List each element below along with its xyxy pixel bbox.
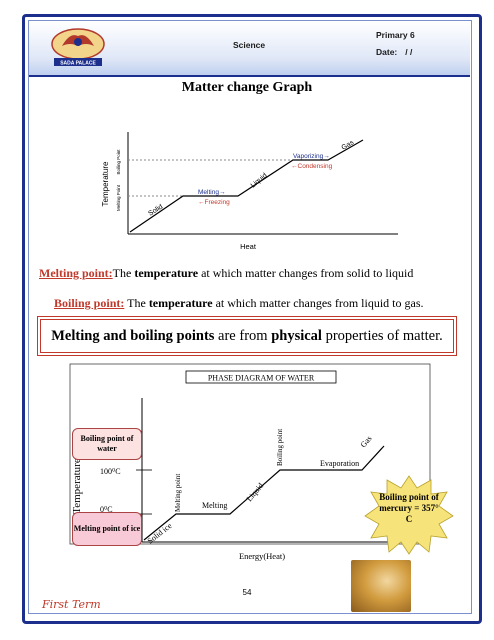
date-label: Date:	[376, 47, 398, 57]
grade-label: Primary 6	[376, 30, 415, 40]
graph1-xlabel: Heat	[240, 242, 257, 251]
melting-term: Melting point:	[39, 266, 113, 280]
term-label: First Term	[42, 598, 101, 611]
graph1-condensing: ←Condensing	[291, 163, 333, 170]
graph1-ylabel: Temperature	[101, 161, 110, 206]
burst-shape	[364, 475, 454, 555]
g2-title: PHASE DIAGRAM OF WATER	[208, 374, 315, 383]
g2-frame	[69, 363, 431, 545]
mercury-callout: Boiling point of mercury = 357° C	[364, 475, 454, 555]
g2-boiling-point: Boiling point	[276, 429, 284, 466]
graph1-solid: Solid	[147, 203, 164, 217]
graph1-melting-label: Melting Point	[116, 184, 121, 211]
graph1-gas: Gas	[341, 139, 356, 152]
boiling-term: Boiling point:	[54, 296, 125, 310]
graph1-liquid: Liquid	[250, 172, 269, 189]
date-field: Date: / /	[376, 47, 412, 57]
callout-boiling-water: Boiling point of water	[72, 428, 142, 460]
g2-xlabel: Energy(Heat)	[239, 551, 285, 561]
page-border	[22, 14, 482, 624]
g2-melting: Melting	[202, 501, 227, 510]
callout-melting-ice: Melting point of ice	[72, 512, 142, 546]
phase-diagram-water: PHASE DIAGRAM OF WATER Temperature 100⁰C…	[69, 363, 431, 561]
graph1-melting: Melting→	[198, 189, 225, 196]
summary-box: Melting and boiling points are from phys…	[37, 316, 457, 356]
boiling-point-definition: Boiling point: The temperature at which …	[54, 296, 424, 310]
graph1-boiling-label: Boiling Point	[116, 149, 121, 175]
g2-ylabel: Temperature	[71, 458, 83, 514]
graph1-vaporizing: Vaporizing→	[293, 153, 330, 160]
heating-curve	[129, 139, 364, 233]
page-number: 54	[242, 588, 252, 597]
matter-change-graph: Temperature Boiling Point Melting Point …	[101, 132, 398, 251]
g2-curve	[143, 445, 385, 541]
graph1-freezing: ←Freezing	[198, 199, 230, 206]
date-value: / /	[405, 47, 413, 57]
subject-label: Science	[233, 40, 266, 50]
g2-liquid: Liquid	[245, 481, 266, 503]
mercury-photo	[351, 560, 411, 612]
g2-t100: 100⁰C	[100, 467, 121, 476]
page-inner-border	[28, 20, 472, 614]
g2-evaporation: Evaporation	[320, 459, 359, 468]
page-title: Matter change Graph	[181, 80, 313, 95]
g2-gas: Gas	[359, 434, 374, 449]
g2-melting-point: Melting point	[174, 474, 182, 512]
school-logo: SADA PALACE	[51, 28, 105, 67]
g2-title-box	[185, 370, 337, 384]
melting-point-definition: Melting point:The temperature at which m…	[39, 266, 414, 280]
g2-t0: 0⁰C	[100, 505, 113, 514]
mercury-text: Boiling point of mercury = 357° C	[379, 492, 439, 524]
logo-text: SADA PALACE	[60, 61, 96, 67]
